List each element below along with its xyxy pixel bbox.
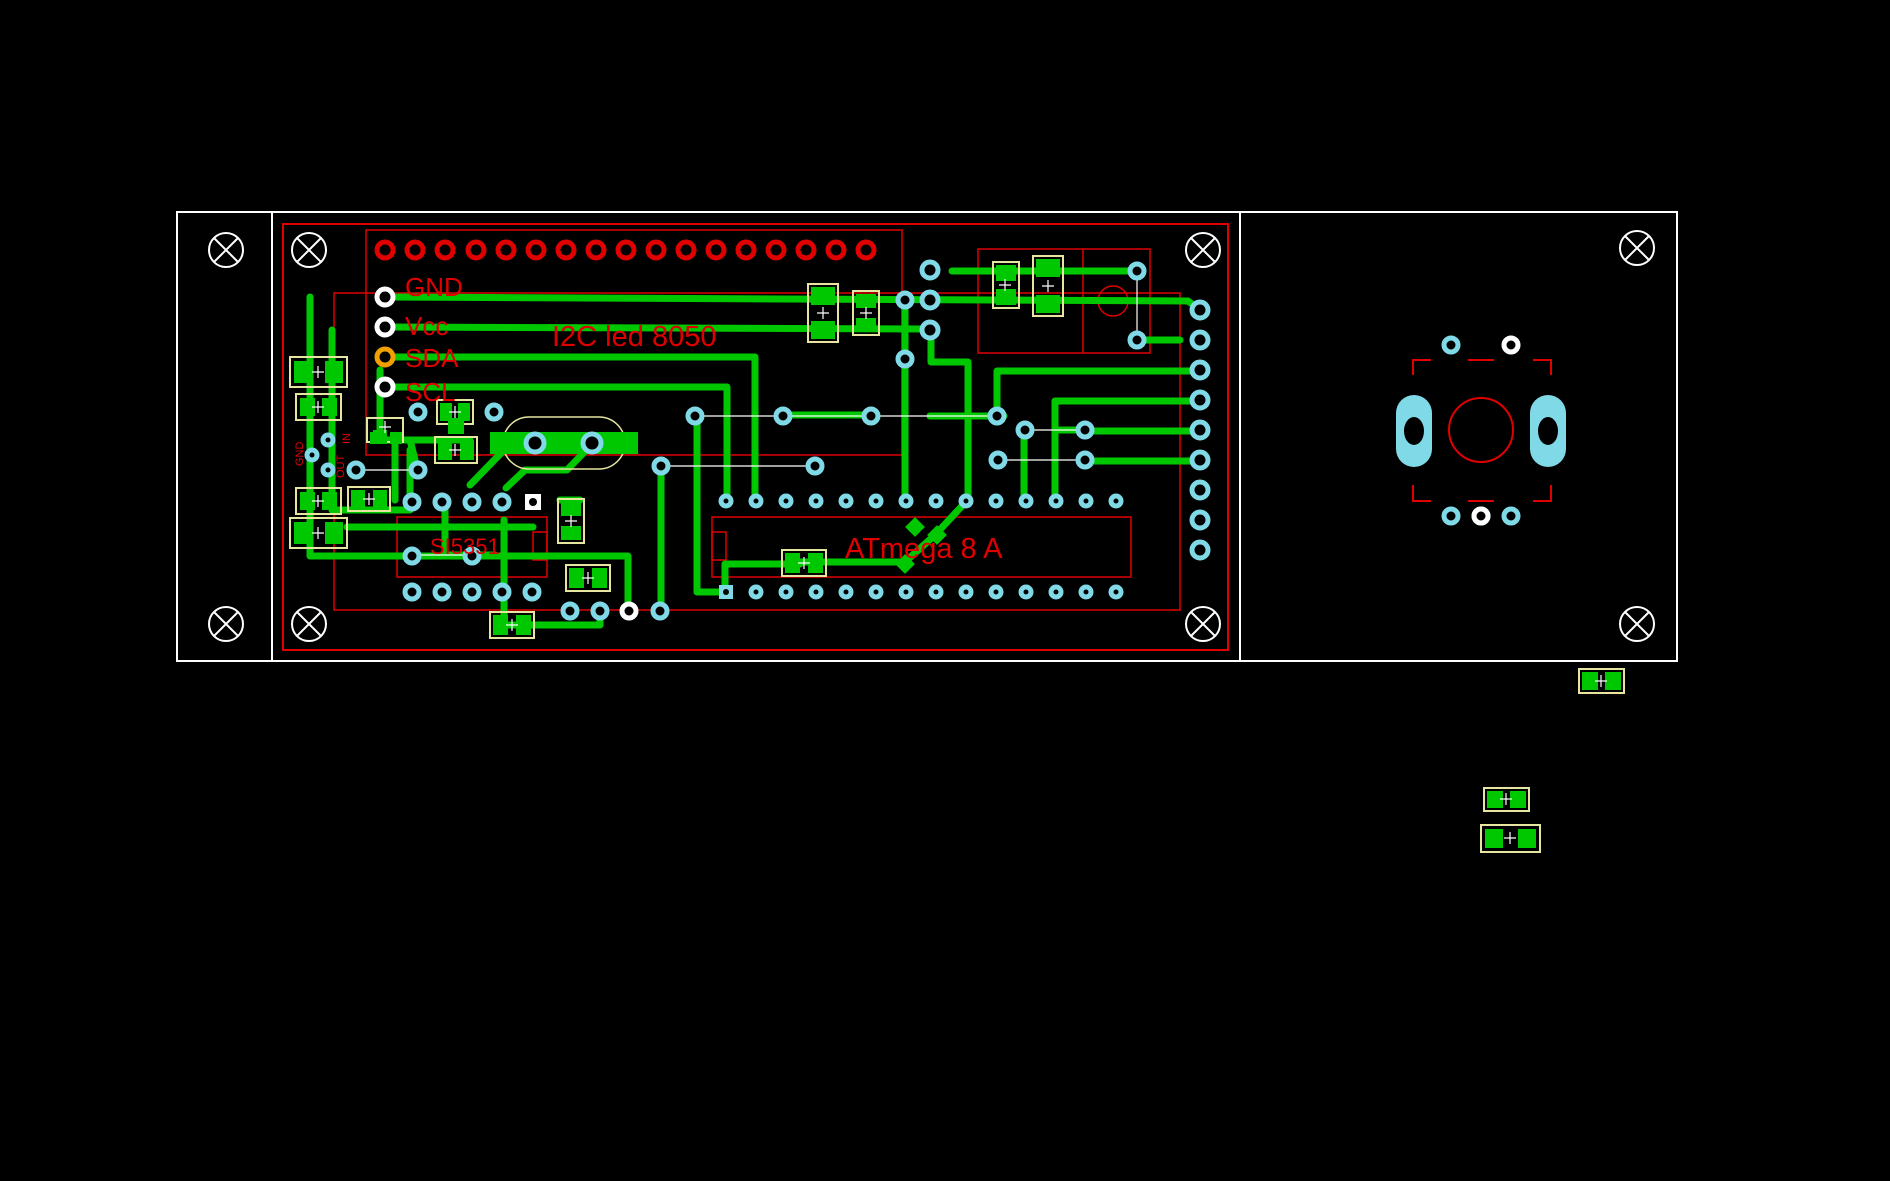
mounting-hole-icon: [208, 230, 1655, 642]
scl-pin: [374, 376, 396, 398]
scl-label: SCL: [405, 377, 456, 407]
vcc-pin: [374, 316, 396, 338]
sda-pin: [374, 346, 396, 368]
copper-traces: [306, 267, 1205, 629]
crystal-pad-left: [523, 431, 547, 455]
mcu-pin1-hole: [723, 589, 729, 595]
white-ring-pads: [619, 335, 1521, 621]
rotary-encoder-icon: [1396, 359, 1566, 502]
board-outline-outer: [176, 211, 1678, 662]
vcc-label: Vcc: [405, 311, 448, 341]
smd-components: [289, 255, 1625, 853]
through-hole-pads: [304, 259, 1521, 621]
mcu-notch: [711, 531, 727, 561]
gnd-pin: [374, 286, 396, 308]
sda-label: SDA: [405, 343, 459, 373]
board-title-label: I2C led 8050: [552, 321, 716, 353]
regulator-out-label: OUT: [335, 455, 347, 479]
smd-center-marks: [312, 279, 1607, 844]
crystal-pad-right: [580, 431, 604, 455]
main-pcb-silk-outline: [282, 223, 1229, 651]
regulator-gnd-label: GND: [294, 442, 306, 467]
ratsnest-lines: [355, 271, 1138, 556]
mcu-label: ATmega 8 A: [845, 533, 1003, 565]
crystal-pads: [490, 432, 638, 454]
display-header-pins: [374, 239, 877, 261]
si5351-notch: [532, 531, 548, 561]
square-pad-hole: [529, 498, 537, 506]
gnd-label: GND: [405, 272, 463, 302]
si5351-label: SI5351: [430, 534, 500, 559]
regulator-in-label: IN: [341, 433, 353, 444]
